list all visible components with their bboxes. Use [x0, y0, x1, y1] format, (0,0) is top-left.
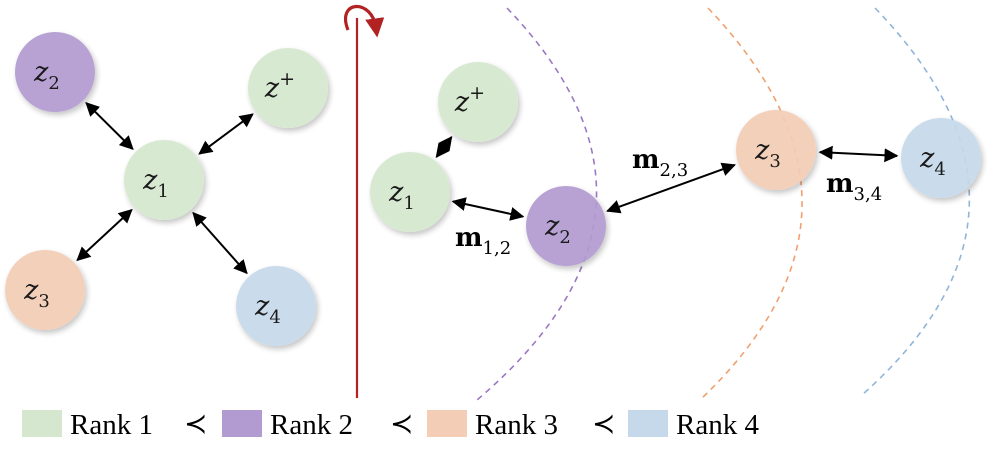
- legend: Rank 1 ≺ Rank 2 ≺ Rank 3 ≺ Rank 4: [22, 407, 759, 441]
- left-edges: [76, 101, 254, 275]
- edge-z1-z4: [192, 211, 248, 275]
- edge-z1-zplus: [198, 113, 254, 155]
- node-label: z4: [254, 291, 281, 328]
- node-label: z4: [919, 143, 946, 180]
- legend-label: Rank 2: [270, 409, 353, 441]
- rank3-ring: [699, 7, 803, 401]
- node-label: z3: [754, 135, 781, 172]
- right-node-z3: z3: [736, 110, 816, 190]
- right-node-z1: z1: [370, 152, 450, 232]
- left-node-zplus: z+: [248, 48, 328, 128]
- legend-label: Rank 3: [475, 409, 558, 441]
- edge-label-3-4: m3,4: [826, 169, 882, 205]
- node-label: z1: [388, 177, 415, 214]
- left-node-z3: z3: [5, 250, 85, 330]
- precedes-symbol: ≺: [184, 407, 207, 440]
- edge-z1-z2: [451, 197, 525, 221]
- legend-item-rank1: Rank 1: [22, 409, 153, 441]
- edge-z1-z3: [76, 208, 133, 262]
- divider: [344, 4, 385, 398]
- left-node-z4: z4: [236, 266, 316, 346]
- node-label: z2: [544, 211, 571, 248]
- legend-swatch: [427, 410, 467, 437]
- node-label: z3: [23, 275, 50, 312]
- edge-labels: m1,2 m2,3 m3,4: [455, 145, 882, 259]
- edge-z3-z4: [818, 145, 899, 163]
- legend-swatch: [628, 410, 668, 437]
- node-label: z+: [454, 82, 485, 118]
- right-node-z4: z4: [901, 118, 981, 198]
- precedes-symbol: ≺: [390, 407, 413, 440]
- legend-item-rank2: Rank 2: [222, 409, 353, 441]
- left-nodes: z2 z+ z1 z3 z4: [5, 32, 328, 346]
- node-label: z+: [264, 68, 295, 104]
- left-node-z1: z1: [124, 140, 204, 220]
- legend-swatch: [22, 410, 62, 437]
- edge-z2-z3: [606, 162, 736, 214]
- legend-label: Rank 4: [676, 409, 759, 441]
- right-node-zplus: z+: [438, 62, 518, 142]
- node-label: z2: [33, 57, 60, 94]
- edge-zplus-z1: [435, 135, 453, 159]
- rotate-arrow-icon: [344, 4, 385, 38]
- right-nodes: z+ z1 z2 z3 z4: [370, 62, 981, 266]
- node-label: z1: [142, 165, 169, 202]
- legend-item-rank3: Rank 3: [427, 409, 558, 441]
- left-node-z2: z2: [15, 32, 95, 112]
- edge-z1-z2: [85, 101, 134, 151]
- edge-label-1-2: m1,2: [455, 223, 511, 259]
- legend-item-rank4: Rank 4: [628, 409, 759, 441]
- right-node-z2: z2: [526, 186, 606, 266]
- edge-label-2-3: m2,3: [632, 145, 688, 181]
- legend-label: Rank 1: [70, 409, 153, 441]
- rank4-ring: [861, 7, 971, 396]
- precedes-symbol: ≺: [592, 407, 615, 440]
- legend-swatch: [222, 410, 262, 437]
- right-edges: [435, 135, 899, 221]
